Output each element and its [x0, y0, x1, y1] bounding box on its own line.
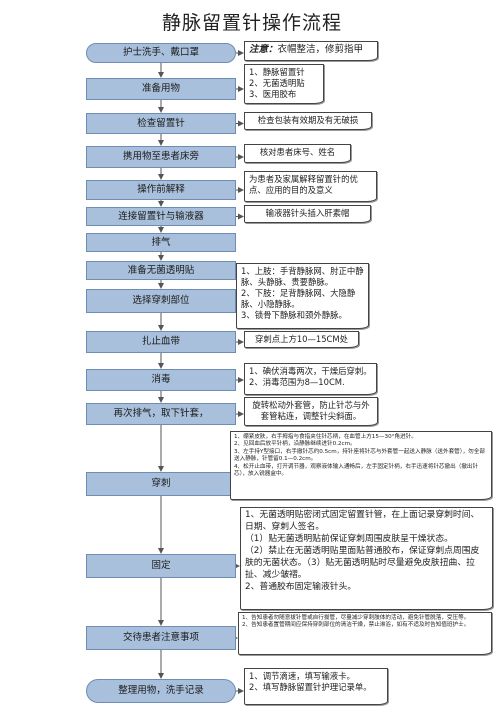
step-connect-infusion: 连接留置针与输液器 [86, 207, 236, 226]
note-attire-text: 衣帽整洁，修剪指甲 [277, 44, 364, 55]
note-puncture-line: 2、见回血后放平针柄，沿静脉继续进针0.2cm。 [234, 441, 356, 448]
note-supplies-line: 1、静脉留置针 [249, 67, 305, 77]
note-supplies: 1、静脉留置针 2、无菌透明贴 3、医用胶布 [244, 64, 324, 104]
note-sites: 1、上肢：手背静脉网、肘正中静脉、头静脉、贵要静脉。 2、下肢：足背静脉网、大隐… [236, 263, 369, 329]
note-attire-label: 注意： [249, 44, 278, 55]
step-check-needle: 检查留置针 [86, 113, 236, 134]
step-remove-cover: 再次排气，取下针套， [86, 403, 236, 425]
note-fix-line: （2）禁止在无菌透明贴里面贴普通胶布，保证穿刺点周围皮肤的无菌状态。（3）贴无菌… [245, 545, 480, 580]
note-sites-line: 2、下肢：足背静脉网、大隐静脉、小隐静脉。 [241, 288, 356, 310]
step-puncture: 穿刺 [86, 472, 236, 496]
note-fix-line: 1、无菌透明贴密闭式固定留置针管，在上面记录穿刺时间、日期、穿刺人签名。 [245, 510, 480, 532]
note-puncture-line: 3、左手持Y型接口，右手撤针芯约0.5cm，持针座将针芯与外套管一起送入静脉（送… [234, 448, 485, 463]
note-record: 1、调节滴速，填写输液卡。 2、填写静脉留置针护理记录单。 [244, 668, 388, 705]
note-supplies-line: 2、无菌透明贴 [249, 78, 305, 89]
note-check: 检查包装有效期及有无破损 [244, 112, 372, 130]
note-fix-line: 2、普通胶布固定输液针头。 [245, 581, 357, 592]
page-title: 静脉留置针操作流程 [161, 12, 342, 34]
step-tidy-record: 整理用物，洗手记录 [86, 679, 236, 703]
step-explain: 操作前解释 [86, 180, 236, 200]
note-puncture-line: 1、绷紧皮肤，右手拇指与食指夹住针芯柄，在血管上方15—30°角进针。 [234, 434, 417, 440]
note-connect: 输液器针头插入肝素帽 [244, 205, 371, 223]
step-instruct-patient: 交待患者注意事项 [86, 626, 236, 650]
note-disinfect-line: 1、碘伏消毒两次，干燥后穿刺。 [249, 366, 372, 376]
note-puncture: 1、绷紧皮肤，右手拇指与食指夹住针芯柄，在血管上方15—30°角进针。 2、见回… [230, 431, 492, 500]
note-sites-line: 1、上肢：手背静脉网、肘正中静脉、头静脉、贵要静脉。 [241, 266, 364, 288]
note-fix: 1、无菌透明贴密闭式固定留置针管，在上面记录穿刺时间、日期、穿刺人签名。 （1）… [240, 507, 493, 610]
note-puncture-line: 4、松开止血带，打开调节器，观察液体输入通畅后，左手固定针柄，右手迅速将针芯撤出… [234, 463, 479, 477]
note-connect-text: 输液器针头插入肝素帽 [265, 208, 350, 218]
step-fix: 固定 [86, 554, 236, 578]
note-check-text: 检查包装有效期及有无破损 [257, 115, 359, 125]
step-disinfect: 消毒 [86, 369, 236, 391]
note-tourniquet: 穿刺点上方10—15CM处 [244, 331, 359, 348]
note-instruct: 1、告知患者勿随意拔针管或自行拔管，尽量减少穿刺肢体的活动，避免针管脱落，受压等… [238, 612, 492, 655]
step-go-to-bedside: 携用物至患者床旁 [86, 146, 236, 168]
note-explain: 为患者及家属解释留置针的优点、应用的目的及意义 [244, 171, 377, 202]
step-exhaust: 排气 [86, 233, 236, 252]
note-rotate: 旋转松动外套管，防止针芯与外套管粘连，调整针尖斜面。 [244, 397, 378, 426]
note-sites-line: 3、锁骨下静脉和颈外静脉。 [241, 310, 347, 321]
note-fix-line: （1）贴无菌透明贴前保证穿刺周围皮肤呈干燥状态。 [245, 533, 453, 544]
note-supplies-line: 3、医用胶布 [249, 89, 297, 100]
note-instruct-line: 1、告知患者勿随意拔针管或自行拔管，尽量减少穿刺肢体的活动，避免针管脱落，受压等… [242, 615, 470, 621]
note-tourniquet-text: 穿刺点上方10—15CM处 [254, 334, 348, 344]
step-select-site: 选择穿刺部位 [86, 289, 236, 313]
note-instruct-line: 2、告知患者置管期间应保持穿刺部位的清洁干燥，禁止淋浴，如有不适及时告知值班护士… [242, 622, 470, 629]
note-rotate-text: 旋转松动外套管，防止针芯与外套管粘连，调整针尖斜面。 [252, 400, 370, 422]
step-prepare-supplies: 准备用物 [86, 78, 236, 100]
note-disinfect-line: 2、消毒范围为8—10CM. [249, 377, 345, 388]
note-verify-text: 核对患者床号、姓名 [259, 147, 336, 157]
note-verify: 核对患者床号、姓名 [244, 144, 351, 163]
step-wash-hands: 护士洗手、戴口罩 [86, 43, 236, 63]
note-record-line: 2、填写静脉留置针护理记录单。 [249, 682, 372, 693]
step-prepare-dressing: 准备无菌透明贴 [86, 261, 236, 280]
step-tourniquet: 扎止血带 [86, 331, 236, 353]
note-record-line: 1、调节滴速，填写输液卡。 [249, 671, 355, 681]
note-disinfect: 1、碘伏消毒两次，干燥后穿刺。 2、消毒范围为8—10CM. [244, 363, 377, 395]
note-explain-text: 为患者及家属解释留置针的优点、应用的目的及意义 [249, 174, 358, 196]
note-attire: 注意：衣帽整洁，修剪指甲 [244, 41, 378, 61]
